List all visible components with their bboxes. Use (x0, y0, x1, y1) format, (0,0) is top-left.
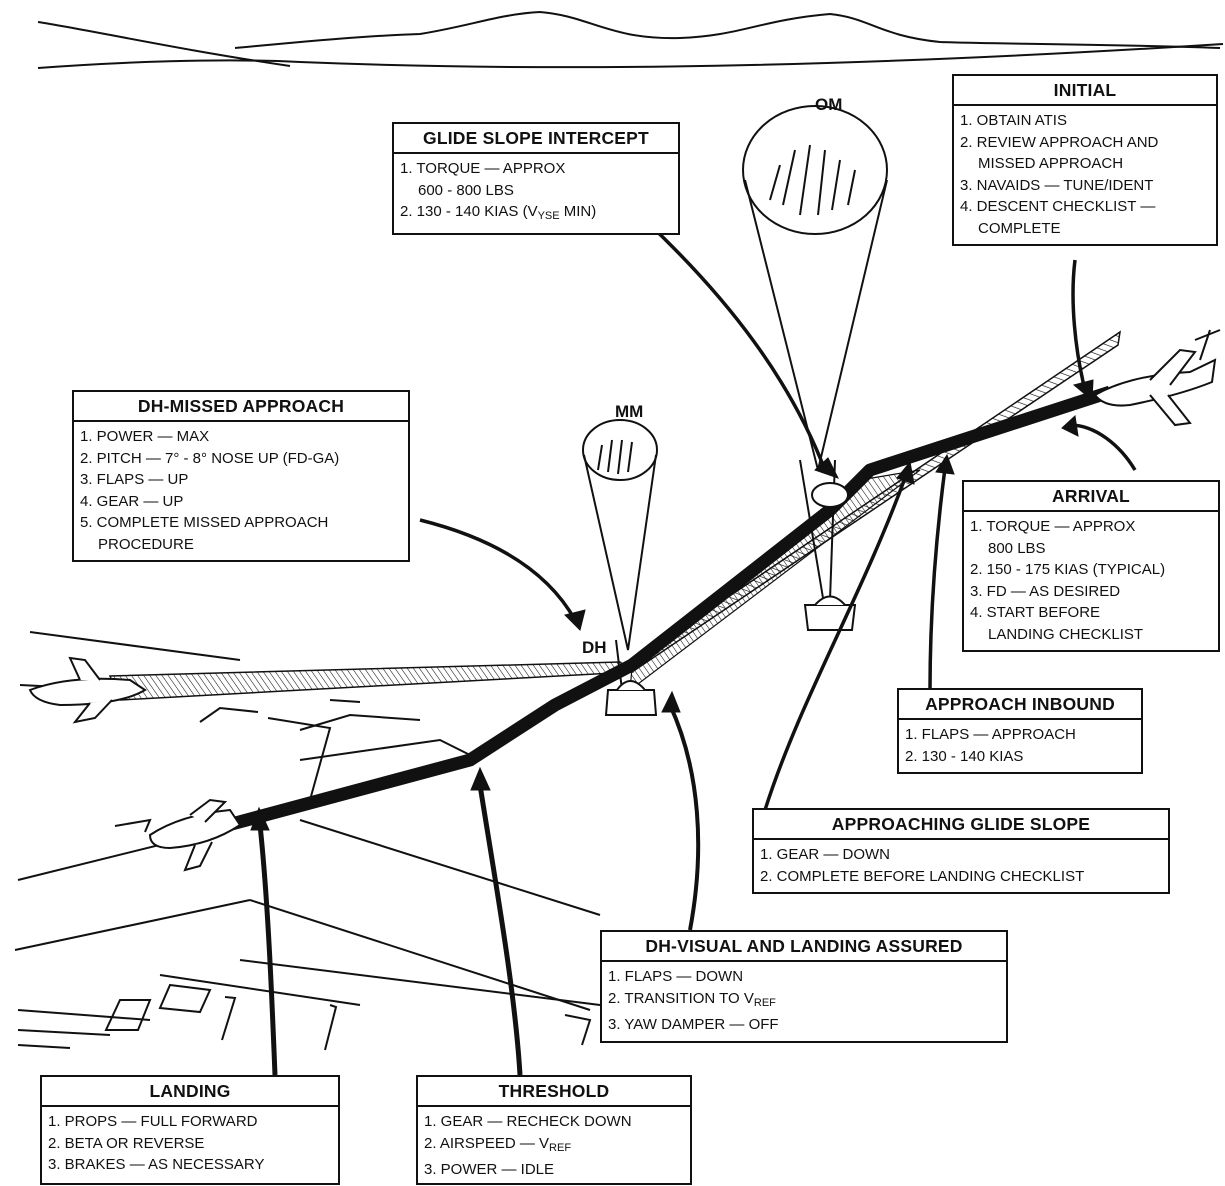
list-item: 5. COMPLETE MISSED APPROACH (80, 514, 329, 531)
flight-path (226, 385, 1113, 832)
approach-inbound-box: APPROACH INBOUND 1. FLAPS — APPROACH 2. … (897, 688, 1143, 774)
aircraft-initial (1093, 329, 1221, 427)
list-item: 2. TRANSITION TO VREF (608, 989, 776, 1009)
list-item: 3. POWER — IDLE (424, 1161, 555, 1178)
list-item: 600 - 800 LBS (418, 181, 514, 199)
missed-approach-path (108, 661, 634, 701)
arrival-list: 1. TORQUE — APPROX 800 LBS 2. 150 - 175 … (964, 512, 1218, 650)
list-item: COMPLETE (978, 219, 1061, 237)
list-item: MISSED APPROACH (978, 155, 1124, 172)
dh-visual-list: 1. FLAPS — DOWN 2. TRANSITION TO VREF 3.… (602, 962, 1006, 1041)
list-item: 4. GEAR — UP (80, 492, 184, 510)
dh-missed-approach-box: DH-MISSED APPROACH 1. POWER — MAX 2. PIT… (72, 390, 410, 562)
list-item: 1. FLAPS — APPROACH (905, 726, 1076, 743)
dh-missed-approach-list: 1. POWER — MAX 2. PITCH — 7° - 8° NOSE U… (74, 422, 408, 560)
glide-slope-intercept-list: 1. TORQUE — APPROX 600 - 800 LBS 2. 130 … (394, 154, 678, 233)
mm-beacon (582, 419, 658, 716)
list-item: 1. FLAPS — DOWN (608, 968, 744, 985)
list-item: LANDING CHECKLIST (988, 625, 1144, 643)
callout-arrows (250, 218, 1137, 1076)
glide-slope-intercept-box: GLIDE SLOPE INTERCEPT 1. TORQUE — APPROX… (392, 122, 680, 235)
landing-title: LANDING (42, 1077, 338, 1107)
airport-ground (14, 631, 601, 1051)
list-item: 800 LBS (988, 539, 1046, 557)
list-item: 1. POWER — MAX (80, 428, 210, 445)
list-item: 2. COMPLETE BEFORE LANDING CHECKLIST (760, 867, 1085, 885)
list-item: 3. YAW DAMPER — OFF (608, 1016, 779, 1033)
list-item: 1. PROPS — FULL FORWARD (48, 1113, 258, 1130)
approaching-glide-slope-title: APPROACHING GLIDE SLOPE (754, 810, 1168, 840)
approach-inbound-title: APPROACH INBOUND (899, 690, 1141, 720)
glide-slope-intercept-title: GLIDE SLOPE INTERCEPT (394, 124, 678, 154)
list-item: 2. BETA OR REVERSE (48, 1134, 205, 1152)
list-item: 4. START BEFORE (970, 604, 1101, 621)
om-label: OM (815, 95, 843, 114)
dh-missed-approach-title: DH-MISSED APPROACH (74, 392, 408, 422)
dh-visual-title: DH-VISUAL AND LANDING ASSURED (602, 932, 1006, 962)
dh-visual-box: DH-VISUAL AND LANDING ASSURED 1. FLAPS —… (600, 930, 1008, 1043)
threshold-list: 1. GEAR — RECHECK DOWN 2. AIRSPEED — VRE… (418, 1107, 690, 1186)
approach-inbound-list: 1. FLAPS — APPROACH 2. 130 - 140 KIAS (899, 720, 1141, 772)
threshold-title: THRESHOLD (418, 1077, 690, 1107)
initial-list: 1. OBTAIN ATIS 2. REVIEW APPROACH AND MI… (954, 106, 1216, 244)
list-item: 2. 130 - 140 KIAS (VYSE MIN) (400, 203, 597, 222)
approaching-glide-slope-list: 1. GEAR — DOWN 2. COMPLETE BEFORE LANDIN… (754, 840, 1168, 892)
list-item: 1. GEAR — DOWN (760, 846, 891, 863)
list-item: 3. FD — AS DESIRED (970, 582, 1121, 600)
approaching-glide-slope-box: APPROACHING GLIDE SLOPE 1. GEAR — DOWN 2… (752, 808, 1170, 894)
list-item: 1. OBTAIN ATIS (960, 112, 1067, 129)
list-item: 4. DESCENT CHECKLIST — (960, 198, 1156, 215)
list-item: 2. 130 - 140 KIAS (905, 747, 1024, 765)
list-item: 2. AIRSPEED — VREF (424, 1134, 572, 1154)
list-item: 2. REVIEW APPROACH AND (960, 133, 1159, 151)
arrival-title: ARRIVAL (964, 482, 1218, 512)
landing-list: 1. PROPS — FULL FORWARD 2. BETA OR REVER… (42, 1107, 338, 1181)
threshold-box: THRESHOLD 1. GEAR — RECHECK DOWN 2. AIRS… (416, 1075, 692, 1185)
list-item: 3. FLAPS — UP (80, 471, 189, 488)
list-item: 2. PITCH — 7° - 8° NOSE UP (FD-GA) (80, 449, 340, 467)
aircraft-landing (114, 798, 242, 872)
list-item: PROCEDURE (98, 535, 194, 553)
arrival-box: ARRIVAL 1. TORQUE — APPROX 800 LBS 2. 15… (962, 480, 1220, 652)
initial-box: INITIAL 1. OBTAIN ATIS 2. REVIEW APPROAC… (952, 74, 1218, 246)
initial-title: INITIAL (954, 76, 1216, 106)
landing-box: LANDING 1. PROPS — FULL FORWARD 2. BETA … (40, 1075, 340, 1185)
mm-label: MM (615, 402, 644, 421)
horizon-mountains (37, 10, 1224, 69)
dh-label: DH (582, 638, 607, 657)
list-item: 3. NAVAIDS — TUNE/IDENT (960, 176, 1154, 194)
list-item: 1. TORQUE — APPROX (970, 518, 1136, 535)
list-item: 1. GEAR — RECHECK DOWN (424, 1113, 632, 1130)
om-beacon (742, 105, 888, 631)
list-item: 2. 150 - 175 KIAS (TYPICAL) (970, 561, 1166, 578)
list-item: 3. BRAKES — AS NECESSARY (48, 1156, 265, 1173)
list-item: 1. TORQUE — APPROX (400, 160, 566, 177)
aircraft-missed (28, 656, 147, 724)
